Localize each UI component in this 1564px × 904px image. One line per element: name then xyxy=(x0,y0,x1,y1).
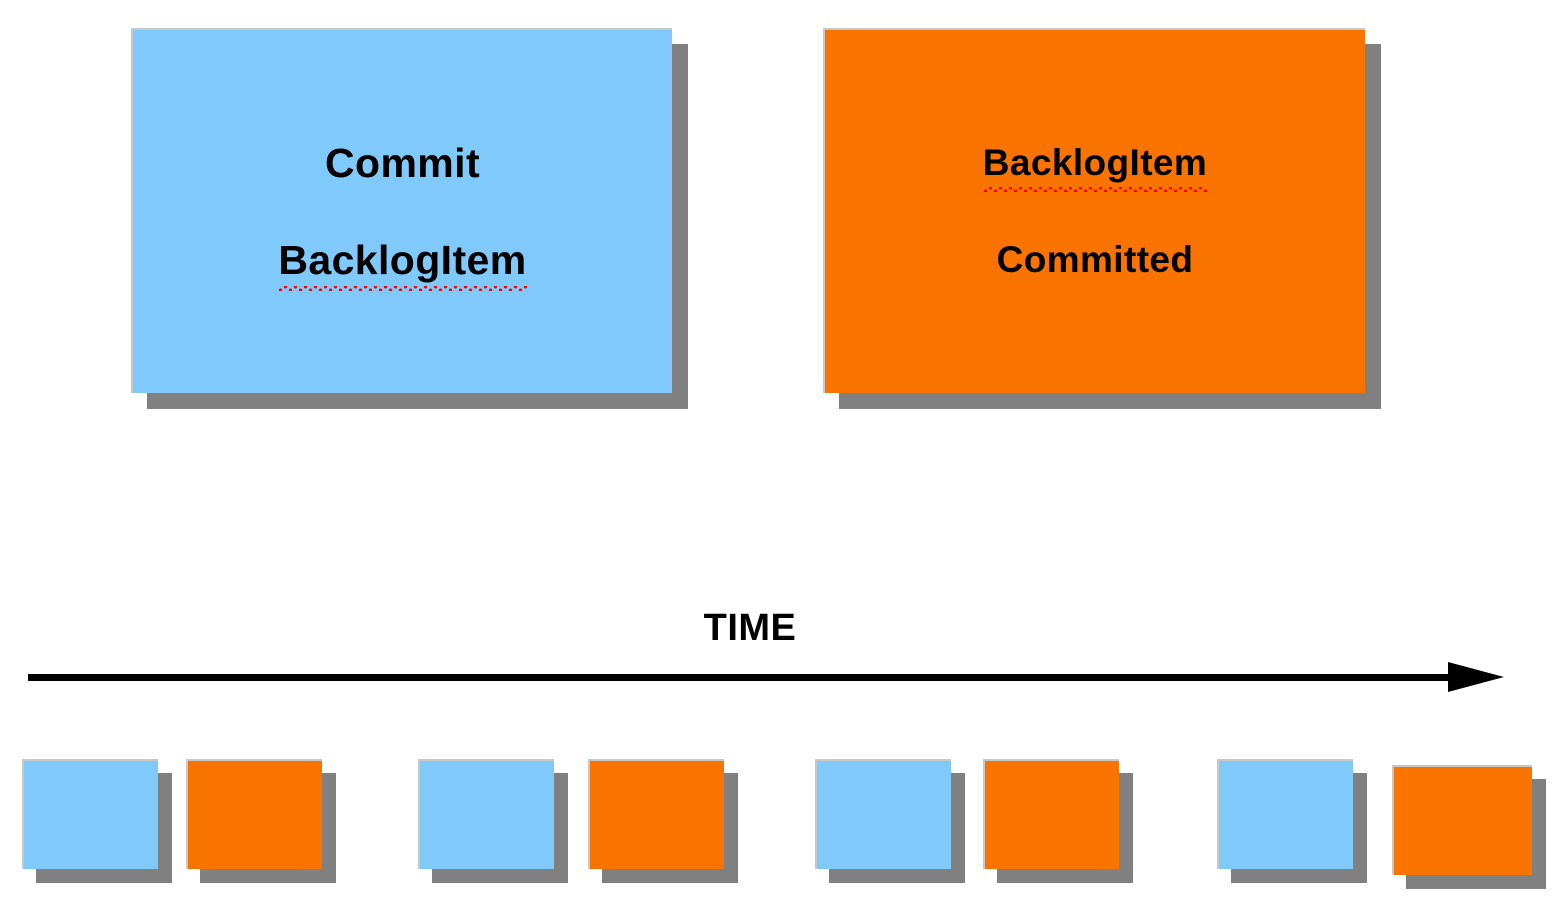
card-face xyxy=(418,759,554,869)
card-line-1: Commit xyxy=(324,139,480,186)
timeline-card-3-command[interactable] xyxy=(815,759,965,883)
spellcheck-squiggle-icon: BacklogItem xyxy=(278,236,527,292)
card-line-2: BacklogItem xyxy=(278,236,527,292)
card-face xyxy=(1392,765,1532,875)
timeline-card-2-event[interactable] xyxy=(588,759,738,883)
timeline-card-3-event[interactable] xyxy=(983,759,1133,883)
timeline-card-4-event[interactable] xyxy=(1392,765,1546,889)
time-axis-label: TIME xyxy=(703,607,797,649)
time-axis-line xyxy=(28,674,1471,681)
time-axis-arrow xyxy=(0,660,1564,700)
card-face: Commit BacklogItem xyxy=(131,28,672,393)
card-face xyxy=(815,759,951,869)
card-label-commit-backlogitem: Commit BacklogItem xyxy=(278,91,527,333)
card-face: BacklogItem Committed xyxy=(823,28,1365,393)
card-backlogitem-committed[interactable]: BacklogItem Committed xyxy=(823,28,1381,409)
card-commit-backlogitem[interactable]: Commit BacklogItem xyxy=(131,28,688,409)
card-label-backlogitem-committed: BacklogItem Committed xyxy=(982,97,1208,325)
card-line-1: BacklogItem xyxy=(982,141,1208,192)
card-face xyxy=(1217,759,1353,869)
timeline-card-4-command[interactable] xyxy=(1217,759,1367,883)
card-face xyxy=(983,759,1119,869)
card-face xyxy=(22,759,158,869)
card-line-2: Committed xyxy=(996,239,1194,281)
card-face xyxy=(186,759,322,869)
spellcheck-squiggle-icon: BacklogItem xyxy=(982,142,1208,192)
card-face xyxy=(588,759,724,869)
timeline-card-1-command[interactable] xyxy=(22,759,172,883)
timeline-card-1-event[interactable] xyxy=(186,759,336,883)
time-axis-arrowhead-icon xyxy=(1448,662,1504,692)
timeline-card-2-command[interactable] xyxy=(418,759,568,883)
